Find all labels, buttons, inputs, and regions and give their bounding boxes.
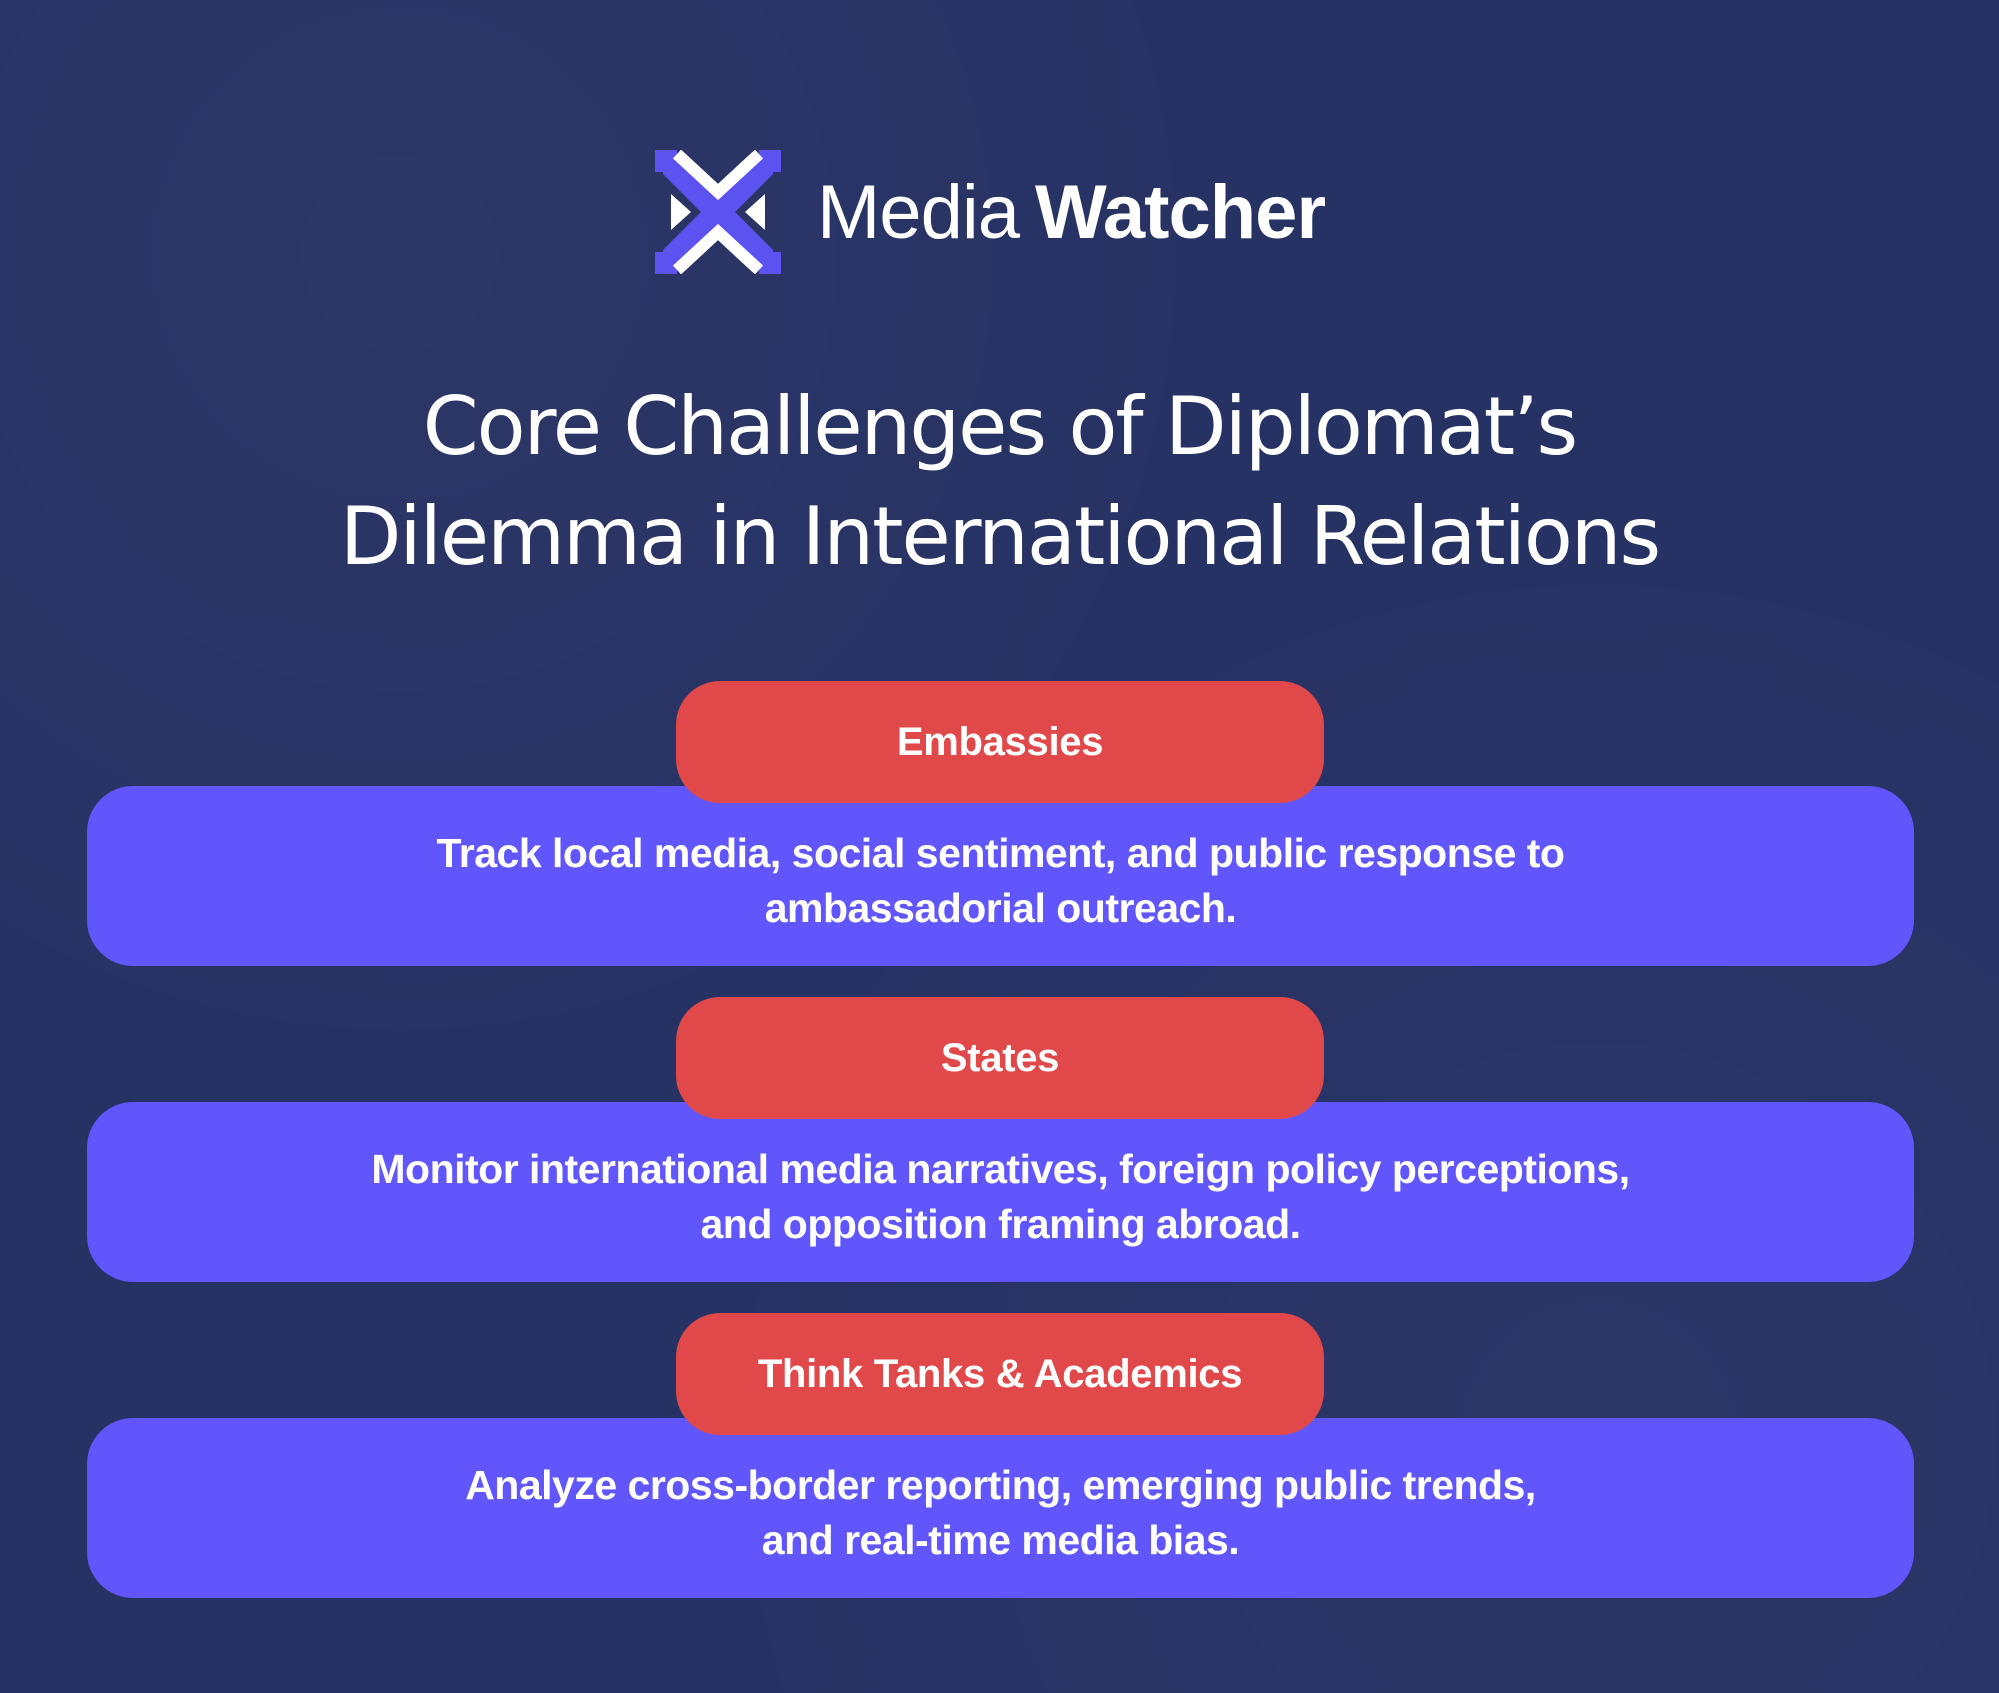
section-description-card: Track local media, social sentiment, and… [87,786,1914,966]
page-title: Core Challenges of Diplomat’s Dilemma in… [0,372,1999,592]
description-line-1: Monitor international media narratives, … [371,1146,1630,1192]
section-label-pill: Embassies [676,681,1324,803]
description-line-2: ambassadorial outreach. [764,885,1237,931]
brand-name-light: Media [817,169,1020,255]
description-line-1: Track local media, social sentiment, and… [436,830,1565,876]
section-label-pill: Think Tanks & Academics [676,1313,1324,1435]
description-line-1: Analyze cross-border reporting, emerging… [465,1462,1536,1508]
x-arrows-logo-icon [655,150,781,274]
section-description-card: Monitor international media narratives, … [87,1102,1914,1282]
brand-name-bold: Watcher [1035,169,1326,255]
section-description-card: Analyze cross-border reporting, emerging… [87,1418,1914,1598]
title-line-1: Core Challenges of Diplomat’s [422,380,1578,473]
title-line-2: Dilemma in International Relations [339,490,1661,583]
description-line-2: and real-time media bias. [761,1517,1240,1563]
description-line-2: and opposition framing abroad. [700,1201,1302,1247]
section-label-pill: States [676,997,1324,1119]
